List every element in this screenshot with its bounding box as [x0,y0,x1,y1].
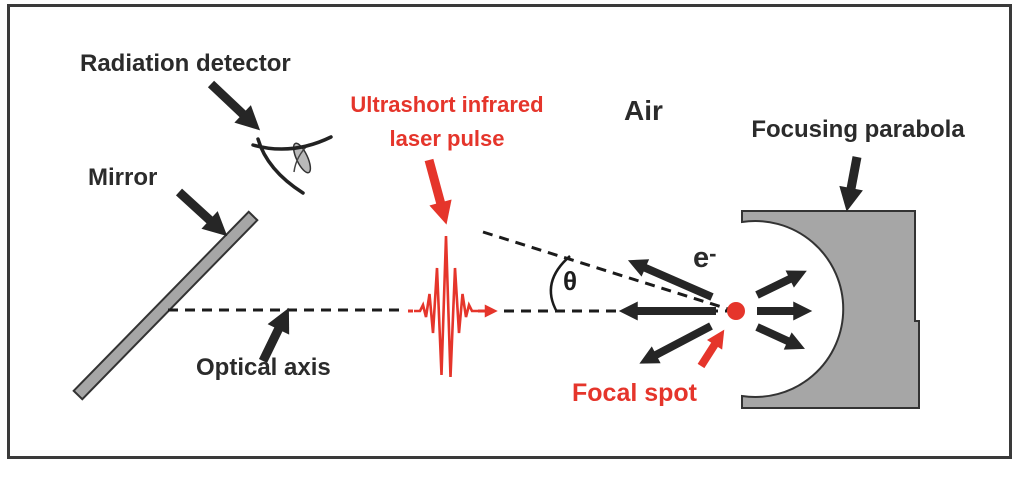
focusing-parabola-label: Focusing parabola [751,116,965,143]
laser-pulse-label-line1: Ultrashort infrared [350,92,544,117]
focusing-parabola-pointer-arrow [839,156,863,212]
detector-upper-lid [251,135,333,151]
radiation-detector-pointer-arrow [207,80,261,131]
laser-pulse-pointer-arrow [424,158,452,225]
electron-arrow-up-right [755,270,807,299]
air-label: Air [624,95,663,126]
radiation-detector-eye-icon [251,135,333,195]
radiation-detector-label: Radiation detector [80,50,291,77]
mirror-label: Mirror [88,164,158,191]
optical-axis-label: Optical axis [196,354,331,381]
laser-pulse-label: Ultrashort infrared laser pulse [327,88,567,156]
detector-lower-lid [256,137,305,195]
electron-label: e- [693,241,716,276]
mirror-pointer-arrow [175,188,228,237]
electron-label-superscript: - [709,241,717,266]
focal-spot-label: Focal spot [572,379,698,407]
laser-pulse-label-line2: laser pulse [389,126,505,151]
focusing-parabola-shape [741,210,920,409]
electron-arrow-up-left [627,259,714,301]
theta-angle-arc [549,255,571,313]
laser-pulse-waveform [414,235,478,378]
electron-label-base: e [693,242,710,274]
electron-arrow-down-right [755,323,805,350]
optical-axis-pointer-arrow [258,307,290,363]
electron-arrow-down-left [639,322,713,364]
theta-symbol-label: θ [563,266,578,296]
emission-angle-dashed-line [482,230,729,311]
focal-spot-dot [727,302,745,320]
focal-spot-pointer-arrow [697,329,725,369]
mirror-shape [72,210,259,401]
